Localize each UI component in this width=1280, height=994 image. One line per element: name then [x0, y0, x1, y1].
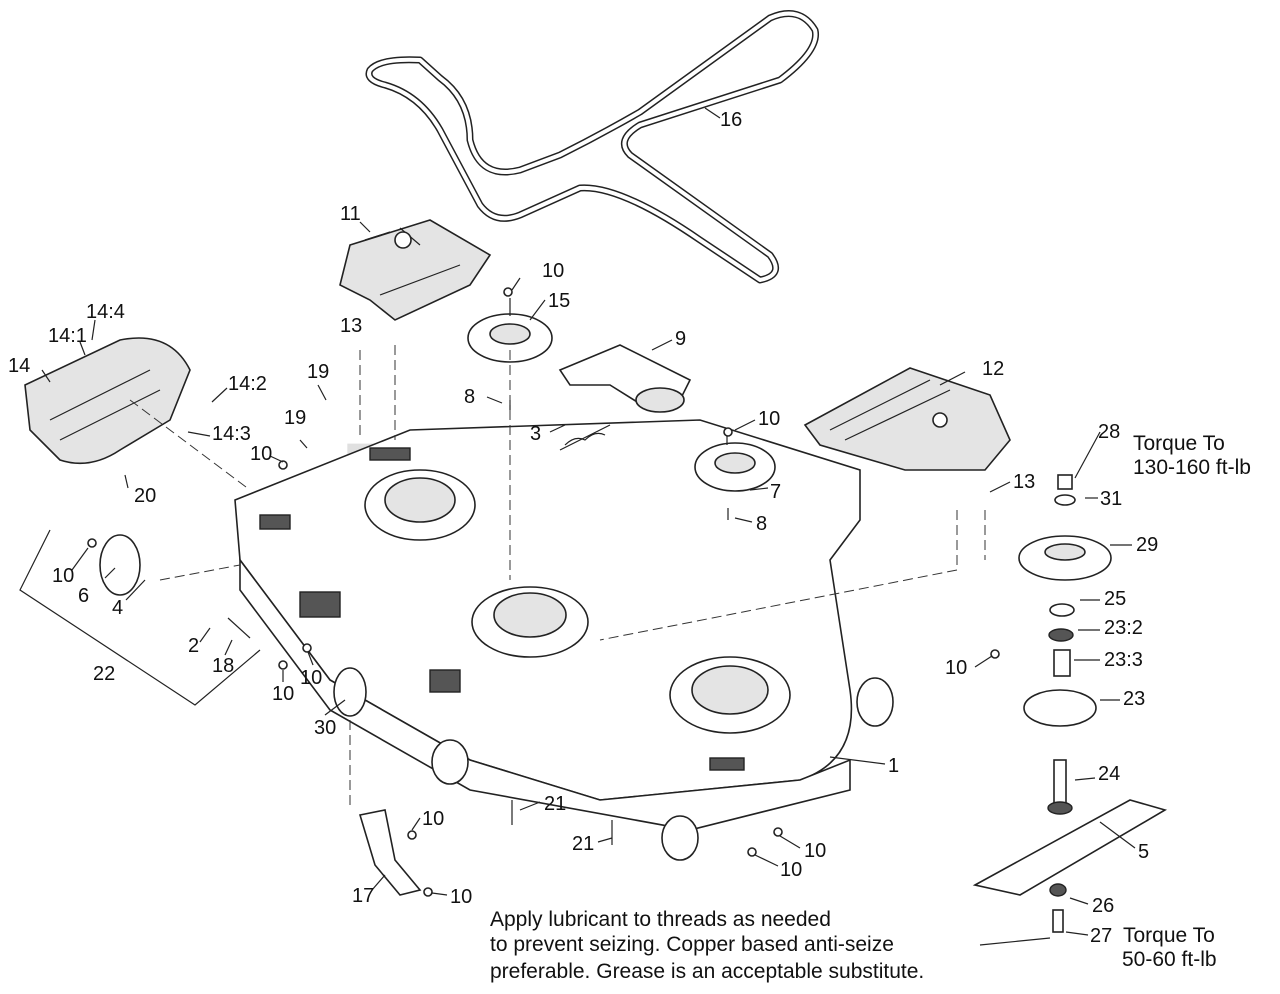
- callout-27: 27: [1090, 925, 1112, 947]
- callout-3: 3: [530, 423, 541, 445]
- callout-labels: 16 11 10 15 13 9 12 8 10 3 7 8 13 28 31 …: [8, 109, 1158, 947]
- drive-belt: [365, 10, 820, 284]
- note-line2: to prevent seizing. Copper based anti-se…: [490, 933, 894, 956]
- callout-7: 7: [770, 481, 781, 503]
- callout-20: 20: [134, 485, 156, 507]
- idler-arm: [558, 344, 692, 413]
- note-line3: preferable. Grease is an acceptable subs…: [490, 960, 924, 983]
- callout-14-4: 14:4: [86, 301, 125, 323]
- callout-10-d: 10: [250, 443, 272, 465]
- callout-23-3: 23:3: [1104, 649, 1143, 671]
- mower-deck: [234, 419, 861, 831]
- torque-top-line2: 130-160 ft-lb: [1133, 456, 1251, 479]
- callout-8-a: 8: [464, 386, 475, 408]
- callout-10-a: 10: [542, 260, 564, 282]
- chute-deflector: [358, 809, 422, 896]
- callout-17: 17: [352, 885, 374, 907]
- callout-30: 30: [314, 717, 336, 739]
- callout-10-j: 10: [804, 840, 826, 862]
- callout-6: 6: [78, 585, 89, 607]
- callout-14-3: 14:3: [212, 423, 251, 445]
- idler-spring: [559, 424, 611, 451]
- callout-12: 12: [982, 358, 1004, 380]
- hardware: [87, 287, 1000, 897]
- callout-28: 28: [1098, 421, 1120, 443]
- callout-19-a: 19: [307, 361, 329, 383]
- callout-23: 23: [1123, 688, 1145, 710]
- callout-16: 16: [720, 109, 742, 131]
- torque-top-line1: Torque To: [1133, 432, 1225, 455]
- callout-21-a: 21: [544, 793, 566, 815]
- callout-24: 24: [1098, 763, 1120, 785]
- callout-15: 15: [548, 290, 570, 312]
- callout-11: 11: [340, 203, 361, 225]
- callout-9: 9: [675, 328, 686, 350]
- callout-31: 31: [1100, 488, 1122, 510]
- callout-4: 4: [112, 597, 123, 619]
- right-belt-cover: [803, 367, 1011, 471]
- callout-2: 2: [188, 635, 199, 657]
- callout-29: 29: [1136, 534, 1158, 556]
- callout-1: 1: [888, 755, 899, 777]
- callout-8-b: 8: [756, 513, 767, 535]
- front-shield: [24, 337, 191, 465]
- lubricant-note: Apply lubricant to threads as needed to …: [490, 908, 924, 983]
- callout-22: 22: [93, 663, 115, 685]
- callout-19-b: 19: [284, 407, 306, 429]
- group-22-bracket: [19, 529, 261, 706]
- callout-10-k: 10: [780, 859, 802, 881]
- torque-bottom-line2: 50-60 ft-lb: [1122, 948, 1217, 971]
- callout-10-c: 10: [945, 657, 967, 679]
- left-belt-cover: [339, 219, 492, 321]
- callout-26: 26: [1092, 895, 1114, 917]
- callout-23-2: 23:2: [1104, 617, 1143, 639]
- callout-13-a: 13: [340, 315, 362, 337]
- callout-10-e: 10: [52, 565, 74, 587]
- callout-18: 18: [212, 655, 234, 677]
- anti-scalp-wheels: [99, 534, 894, 861]
- callout-14-1: 14:1: [48, 325, 87, 347]
- callout-14: 14: [8, 355, 30, 377]
- callout-25: 25: [1104, 588, 1126, 610]
- callout-14-2: 14:2: [228, 373, 267, 395]
- mower-blade: [972, 799, 1168, 896]
- note-line1: Apply lubricant to threads as needed: [490, 908, 831, 931]
- spindle-assembly: [1047, 474, 1076, 933]
- callout-10-f: 10: [272, 683, 294, 705]
- pulleys: [467, 313, 1112, 727]
- callout-13-b: 13: [1013, 471, 1035, 493]
- torque-spec-bottom: Torque To 50-60 ft-lb: [1122, 924, 1217, 971]
- callout-10-g: 10: [300, 667, 322, 689]
- torque-spec-top: Torque To 130-160 ft-lb: [1133, 432, 1251, 479]
- callout-21-b: 21: [572, 833, 594, 855]
- callout-10-b: 10: [758, 408, 780, 430]
- torque-bottom-line1: Torque To: [1123, 924, 1215, 947]
- callout-10-i: 10: [450, 886, 472, 908]
- callout-10-h: 10: [422, 808, 444, 830]
- callout-5: 5: [1138, 841, 1149, 863]
- leader-lines: [41, 107, 1136, 946]
- assembly-guide-lines: [129, 345, 986, 810]
